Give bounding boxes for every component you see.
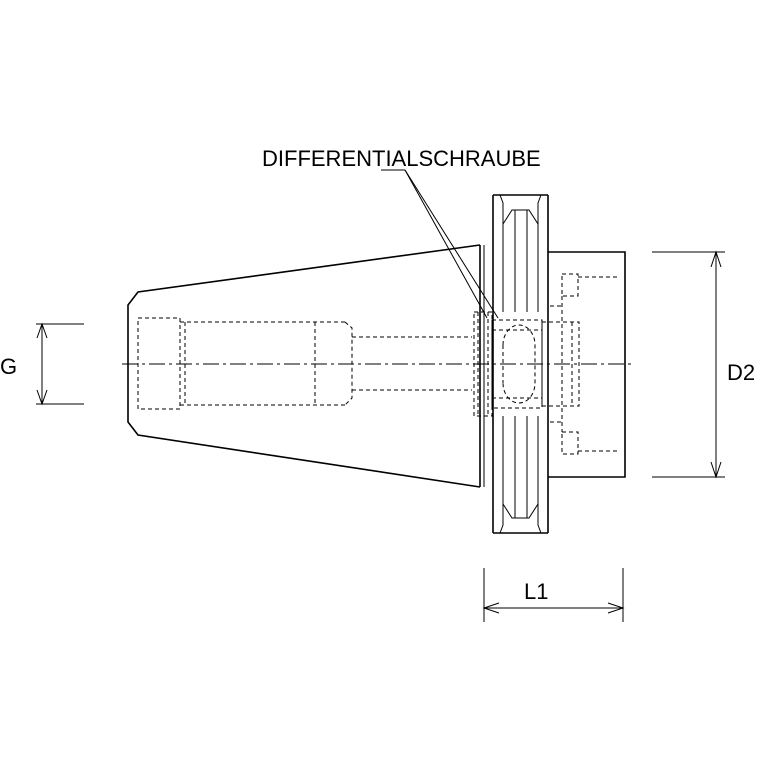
dim-g-label: G bbox=[0, 354, 17, 379]
nose-cylinder bbox=[548, 251, 626, 478]
callout-label: DIFFERENTIALSCHRAUBE bbox=[262, 146, 541, 171]
callout-leader bbox=[381, 169, 499, 319]
taper-cone bbox=[127, 244, 485, 488]
dim-d2-label: D2 bbox=[727, 360, 755, 385]
dimension-g bbox=[36, 322, 84, 406]
dimension-l1 bbox=[482, 568, 625, 622]
front-bore-hidden bbox=[550, 273, 620, 455]
dimension-d2 bbox=[652, 250, 725, 479]
dim-l1-label: L1 bbox=[524, 579, 548, 604]
